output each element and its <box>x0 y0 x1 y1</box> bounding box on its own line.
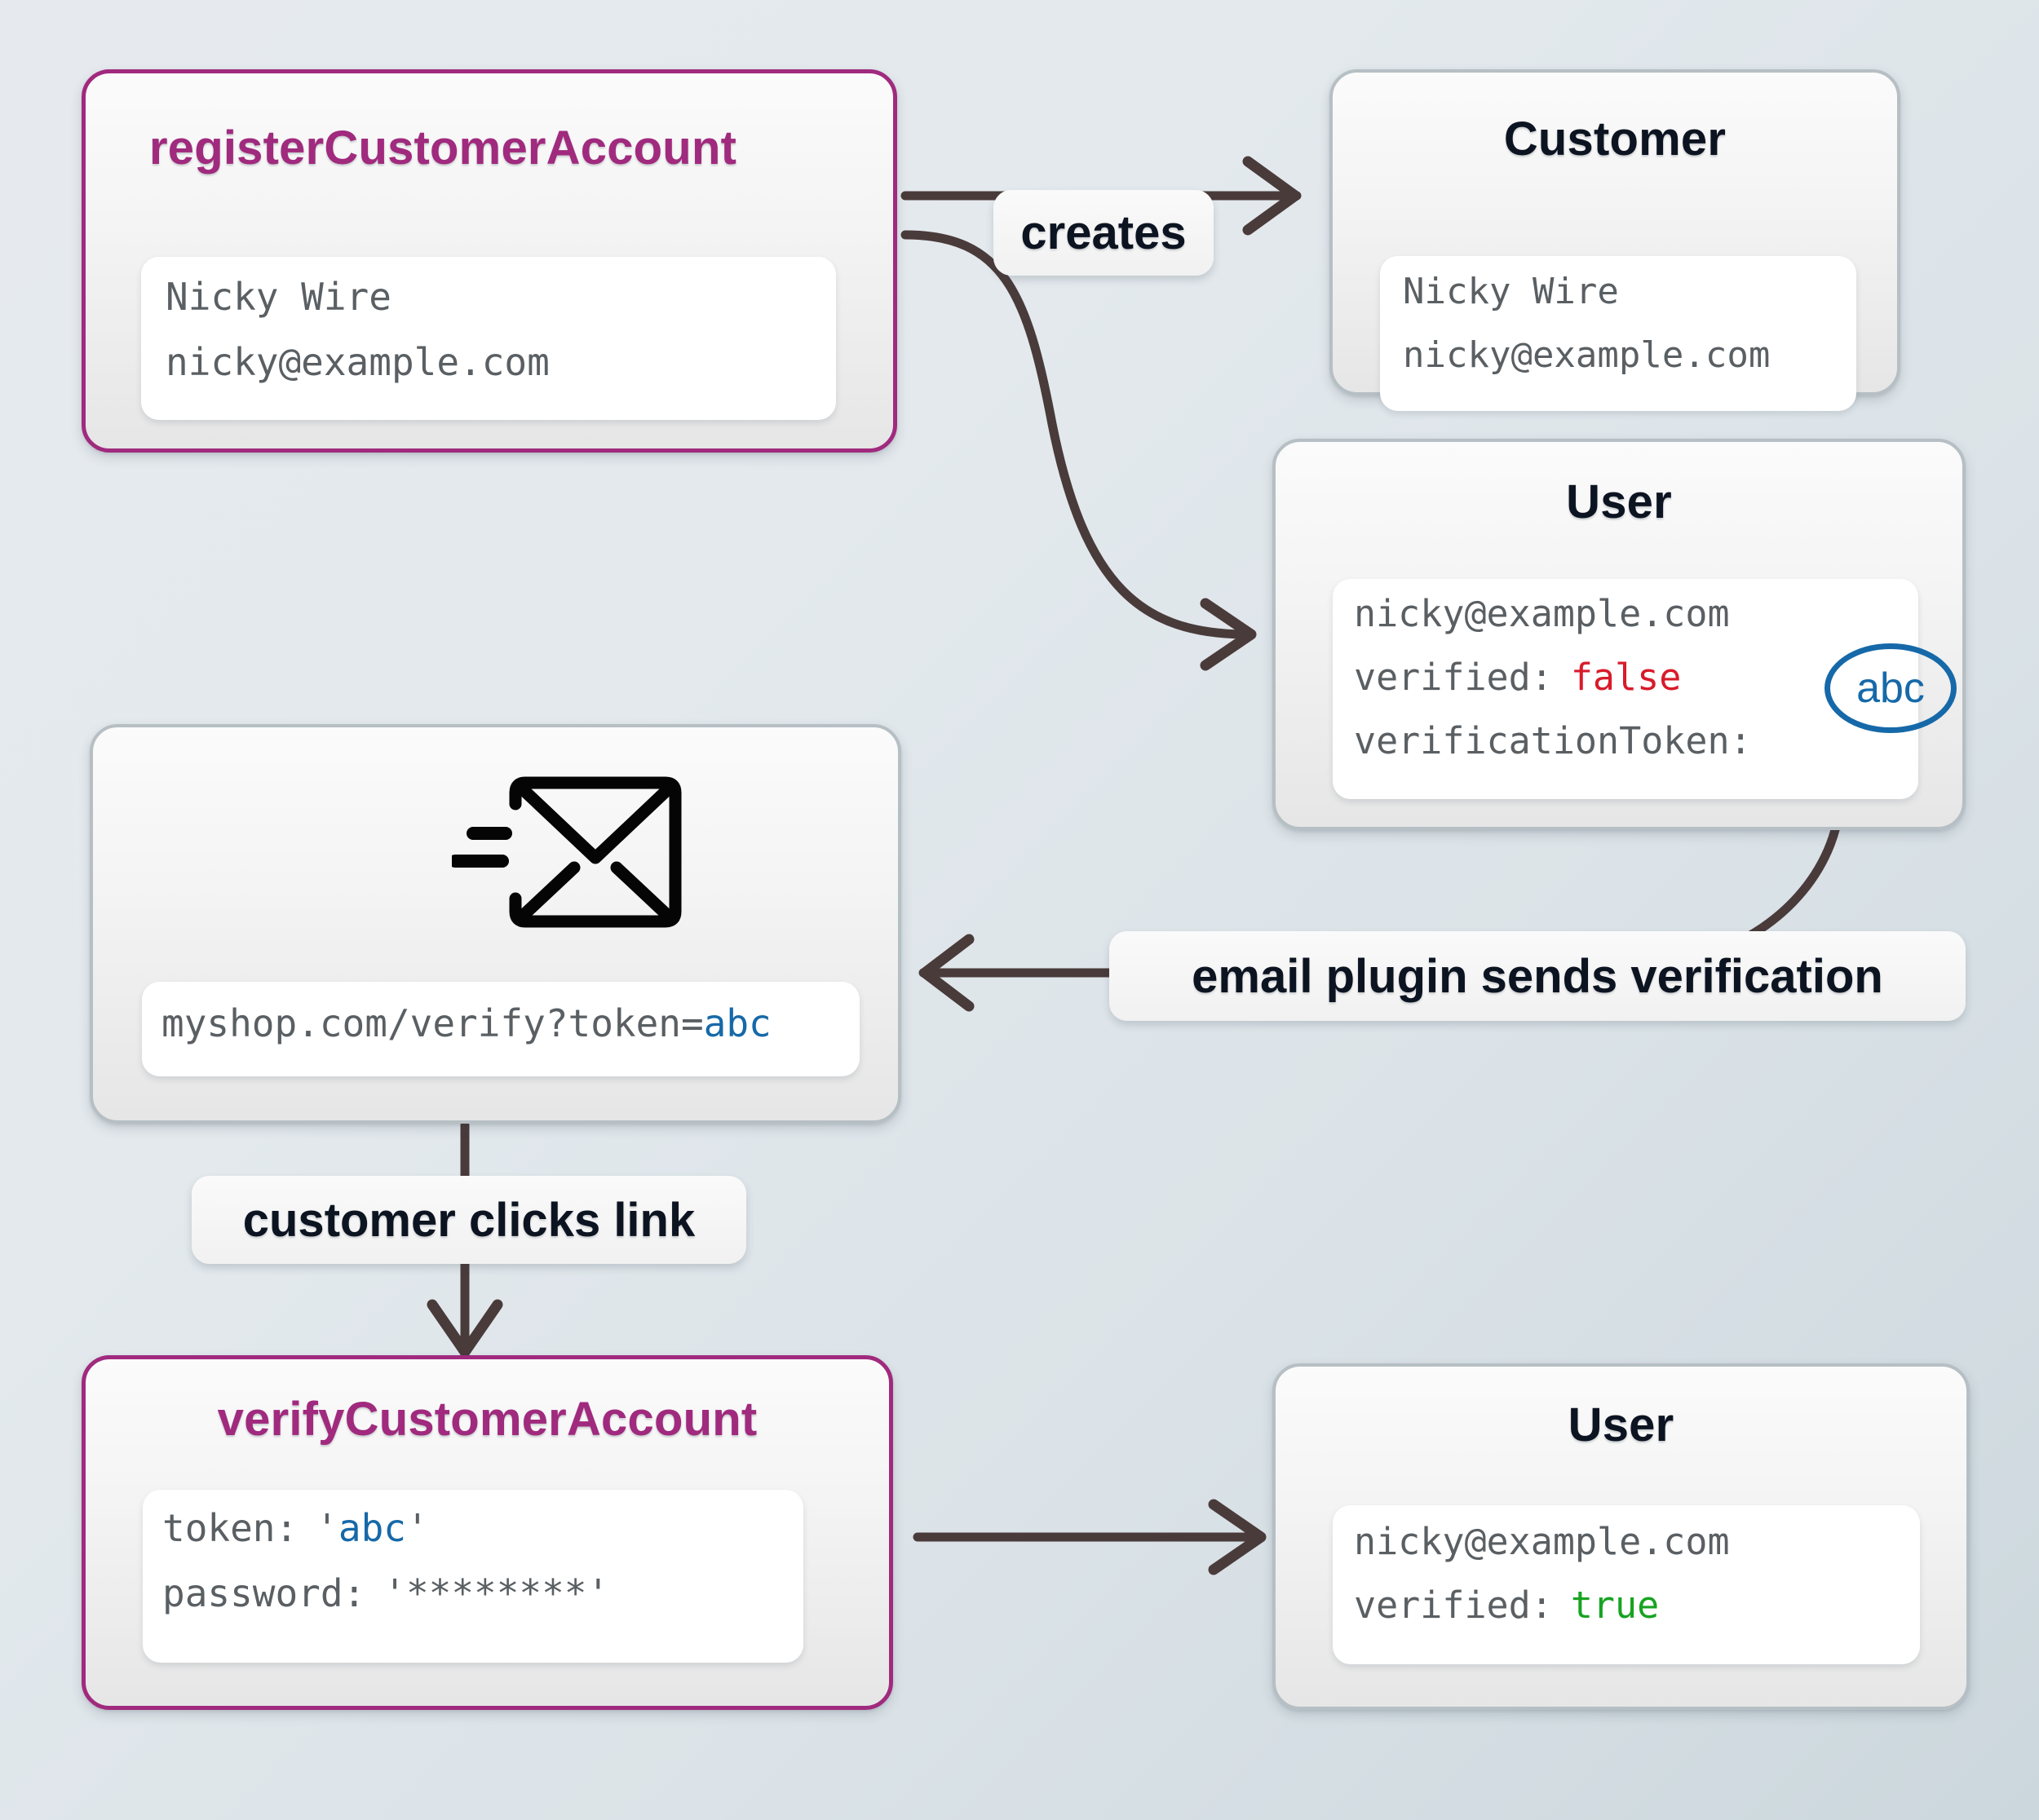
user-unverified-email: nicky@example.com <box>1354 592 1730 635</box>
verification-token-value: abc <box>1856 665 1925 712</box>
verify-fields-panel: token: 'abc' password: '********' <box>143 1490 803 1663</box>
arrowhead-verify <box>427 1299 503 1358</box>
customer-fields-panel: Nicky Wire nicky@example.com <box>1380 256 1856 411</box>
node-verify-customer-account[interactable]: verifyCustomerAccount token: 'abc' passwo… <box>82 1355 893 1710</box>
arrowhead-user-verified <box>1208 1499 1267 1575</box>
node-user-unverified[interactable]: User nicky@example.com verified: false ve… <box>1272 439 1966 830</box>
user-verified-fields-panel: nicky@example.com verified: true <box>1333 1505 1920 1664</box>
arrowhead-customer <box>1242 156 1301 236</box>
register-line-1: Nicky Wire <box>166 275 391 319</box>
node-email-message[interactable]: myshop.com/verify?token=abc <box>90 724 901 1124</box>
verify-password-label: password: <box>162 1571 366 1615</box>
node-user-unverified-title: User <box>1566 475 1672 528</box>
node-user-verified-title: User <box>1568 1398 1674 1451</box>
email-url-token[interactable]: abc <box>703 1001 772 1045</box>
user-verified-email: nicky@example.com <box>1354 1520 1730 1563</box>
verify-token-label: token: <box>162 1506 299 1550</box>
register-fields-panel: Nicky Wire nicky@example.com <box>141 257 836 420</box>
node-register-title: registerCustomerAccount <box>149 121 737 174</box>
node-register-customer-account[interactable]: registerCustomerAccount Nicky Wire nicky… <box>82 69 897 453</box>
customer-line-1: Nicky Wire <box>1403 271 1619 312</box>
edge-label-email-plugin-text: email plugin sends verification <box>1192 949 1883 1003</box>
email-link-panel: myshop.com/verify?token=abc <box>142 982 860 1076</box>
edge-creates-user <box>900 230 1253 639</box>
user-unverified-token-label: verificationToken: <box>1354 719 1752 762</box>
customer-line-2: nicky@example.com <box>1403 334 1771 376</box>
verify-token-quote-close: ' <box>405 1506 429 1550</box>
node-user-verified[interactable]: User nicky@example.com verified: true <box>1272 1363 1970 1710</box>
arrowhead-email <box>919 934 975 1012</box>
user-unverified-verified-label: verified: <box>1354 656 1553 699</box>
edge-label-clicks-link-text: customer clicks link <box>242 1193 696 1247</box>
envelope-send-icon <box>449 776 697 939</box>
register-line-2: nicky@example.com <box>166 340 550 384</box>
verify-password-value: '********' <box>383 1571 610 1615</box>
verification-token-highlight[interactable]: abc <box>1824 643 1957 733</box>
edge-label-clicks-link: customer clicks link <box>192 1176 746 1264</box>
edge-label-email-plugin: email plugin sends verification <box>1109 931 1966 1021</box>
user-unverified-fields-panel: nicky@example.com verified: false verific… <box>1333 579 1918 799</box>
node-customer[interactable]: Customer Nicky Wire nicky@example.com <box>1329 69 1900 411</box>
node-customer-title: Customer <box>1503 113 1727 166</box>
user-unverified-verified-value: false <box>1570 656 1682 699</box>
user-verified-verified-label: verified: <box>1354 1584 1553 1627</box>
arrowhead-user <box>1200 598 1257 671</box>
verify-token-value: abc <box>338 1506 406 1550</box>
edge-label-creates: creates <box>993 190 1214 276</box>
node-verify-title: verifyCustomerAccount <box>217 1393 758 1446</box>
user-verified-verified-value: true <box>1570 1584 1660 1627</box>
email-url-prefix: myshop.com/verify?token= <box>161 1001 704 1045</box>
verify-token-quote-open: ' <box>316 1506 338 1550</box>
edge-label-creates-text: creates <box>1020 206 1187 259</box>
